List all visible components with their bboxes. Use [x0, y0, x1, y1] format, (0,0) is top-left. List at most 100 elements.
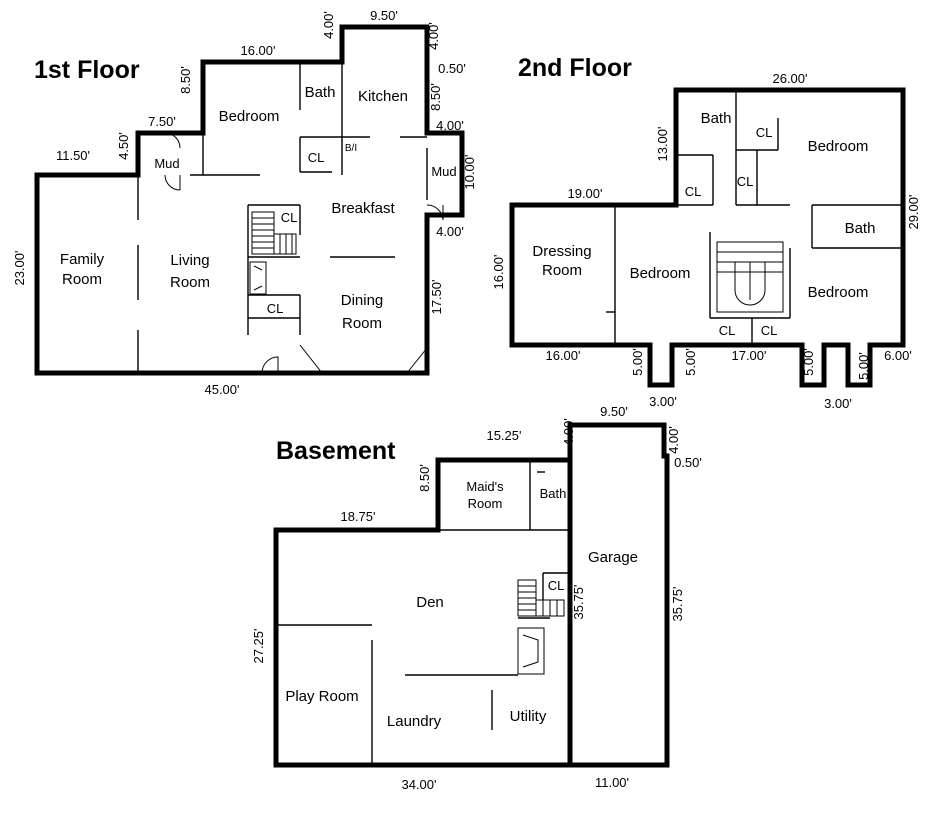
play-room-label: Play Room	[285, 688, 358, 705]
dimension-label: 26.00'	[772, 71, 807, 86]
closet-label: CL	[281, 210, 298, 225]
closet-label: CL	[761, 323, 778, 338]
dimension-label: 17.50'	[429, 279, 444, 314]
second-floor-title: 2nd Floor	[518, 54, 632, 82]
dimension-label: 4.00'	[436, 224, 464, 239]
stairs	[716, 241, 784, 313]
breakfast-label: Breakfast	[331, 200, 395, 217]
dimension-label: 23.00'	[12, 250, 27, 285]
second-floor-outline	[509, 87, 906, 388]
closet-label: CL	[719, 323, 736, 338]
dimension-label: 4.00'	[426, 22, 441, 50]
dimension-label: 3.00'	[649, 394, 677, 409]
dimension-label: 16.00'	[545, 348, 580, 363]
dimension-label: 45.00'	[204, 382, 239, 397]
dimension-label: 16.00'	[240, 43, 275, 58]
bath-label: Bath	[701, 110, 732, 127]
den-label: Den	[416, 594, 444, 611]
bedroom-label: Bedroom	[808, 284, 869, 301]
first-floor-title: 1st Floor	[34, 56, 140, 84]
closet-label: CL	[548, 578, 565, 593]
dining-room-label-2: Room	[342, 315, 382, 332]
dimension-label: 0.50'	[438, 61, 466, 76]
basement-plan: Maid's Room Bath Garage Den Play Room La…	[251, 404, 702, 792]
dimension-label: 8.50'	[417, 464, 432, 492]
stairs	[251, 211, 297, 255]
built-in-label: B/I	[345, 143, 357, 154]
dimension-label: 8.50'	[428, 83, 443, 111]
dimension-label: 18.75'	[340, 509, 375, 524]
door-swing	[261, 356, 279, 374]
dimension-label: 35.75'	[670, 586, 685, 621]
dimension-label: 4.00'	[321, 11, 336, 39]
basement-title: Basement	[276, 437, 396, 465]
closet-label: CL	[685, 184, 702, 199]
dimension-label: 4.00'	[561, 418, 576, 446]
fireplace	[249, 261, 267, 295]
family-room-label-2: Room	[62, 271, 102, 288]
bath-label: Bath	[845, 220, 876, 237]
dimension-label: 19.00'	[567, 186, 602, 201]
dimension-label: 9.50'	[600, 404, 628, 419]
mud-left-label: Mud	[154, 156, 179, 171]
living-room-label-1: Living	[170, 252, 209, 269]
dimension-label: 4.50'	[116, 132, 131, 160]
dimension-label: 15.25'	[486, 428, 521, 443]
dimension-label: 29.00'	[906, 194, 921, 229]
door-swing	[150, 132, 181, 149]
bedroom-label: Bedroom	[219, 108, 280, 125]
dimension-label: 0.50'	[674, 455, 702, 470]
dimension-label: 11.50'	[56, 148, 90, 163]
dimension-label: 17.00'	[731, 348, 766, 363]
furnace-detail	[522, 634, 539, 668]
dimension-label: 13.00'	[655, 126, 670, 161]
utility-label: Utility	[510, 708, 547, 725]
dimension-label: 3.00'	[824, 396, 852, 411]
closet-label: CL	[756, 125, 773, 140]
furnace	[517, 627, 545, 675]
door-swing	[299, 344, 323, 374]
dimension-label: 16.00'	[491, 254, 506, 289]
dimension-label: 6.00'	[884, 348, 912, 363]
dressing-room-label-1: Dressing	[532, 243, 591, 260]
dimension-label: 10.00'	[462, 154, 477, 189]
closet-label: CL	[737, 174, 754, 189]
dimension-label: 4.00'	[666, 426, 681, 454]
maids-room-label-2: Room	[468, 496, 503, 511]
dining-room-label-1: Dining	[341, 292, 384, 309]
bath-label: Bath	[305, 84, 336, 101]
family-room-label-1: Family	[60, 251, 105, 268]
dimension-label: 5.00'	[801, 348, 816, 376]
dimension-label: 35.75'	[571, 584, 586, 619]
kitchen-label: Kitchen	[358, 88, 408, 105]
bedroom-label: Bedroom	[808, 138, 869, 155]
second-floor-plan: Bath Bedroom Dressing Room Bedroom Bath …	[491, 71, 921, 411]
laundry-label: Laundry	[387, 713, 442, 730]
living-room-label-2: Room	[170, 274, 210, 291]
dimension-label: 7.50'	[148, 114, 176, 129]
dimension-label: 4.00'	[436, 118, 464, 133]
closet-label: CL	[267, 301, 284, 316]
dimension-label: 5.00'	[630, 348, 645, 376]
stairs	[517, 579, 565, 617]
bath-label: Bath	[540, 486, 567, 501]
dimension-label: 34.00'	[401, 777, 436, 792]
door-swing	[406, 347, 428, 374]
dimension-label: 9.50'	[370, 8, 398, 23]
door-swing	[164, 174, 181, 191]
dimension-label: 8.50'	[178, 66, 193, 94]
closet-label: CL	[308, 150, 325, 165]
maids-room-label-1: Maid's	[466, 479, 504, 494]
dimension-label: 5.00'	[856, 352, 871, 380]
basement-outline	[273, 422, 670, 768]
bedroom-label: Bedroom	[630, 265, 691, 282]
first-floor-plan: Family Room Living Room Bedroom Bath Kit…	[12, 8, 477, 397]
dressing-room-label-2: Room	[542, 262, 582, 279]
dimension-label: 27.25'	[251, 628, 266, 663]
dimension-label: 5.00'	[683, 348, 698, 376]
dimension-label: 11.00'	[595, 775, 629, 790]
door-swing	[426, 204, 444, 221]
mud-right-label: Mud	[431, 164, 456, 179]
